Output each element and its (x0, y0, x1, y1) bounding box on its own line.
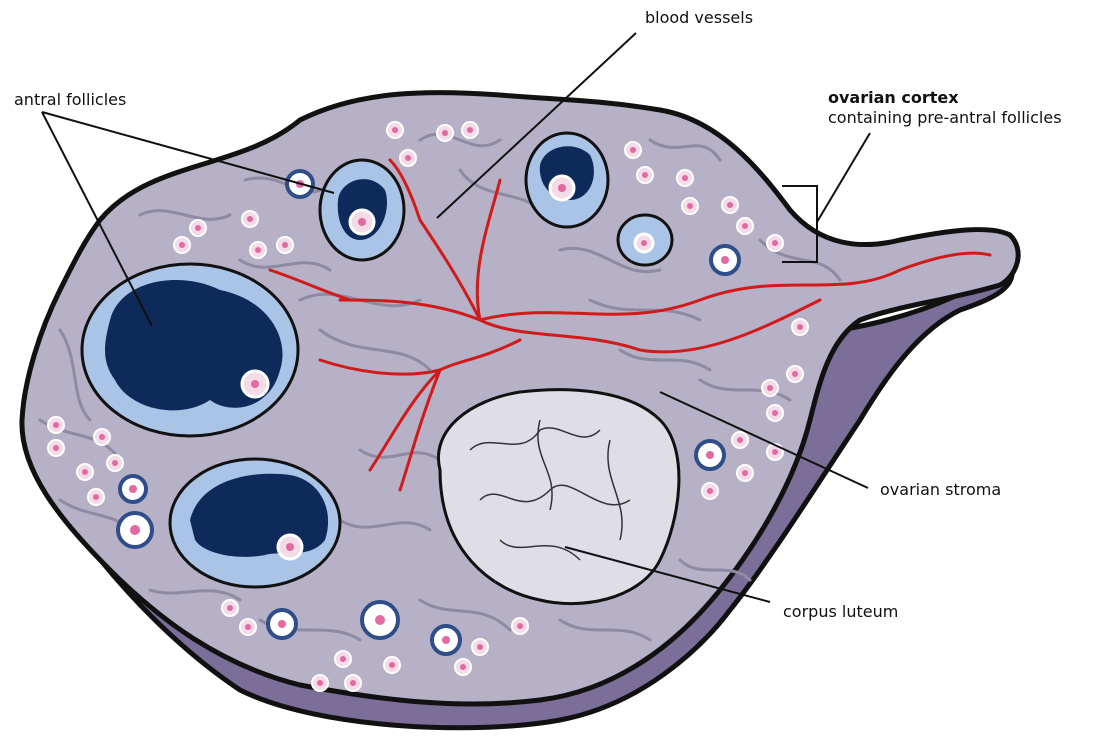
antral-follicle-lower (170, 459, 340, 587)
ovarian-cortex-label: ovarian cortex (828, 88, 959, 108)
blood-vessels-label: blood vessels (645, 8, 753, 28)
ovarian-cortex-sublabel: containing pre-antral follicles (828, 108, 1062, 128)
antral-follicles-label: antral follicles (14, 90, 126, 110)
antral-follicle-large (82, 264, 298, 436)
ovarian-stroma-label: ovarian stroma (880, 480, 1001, 500)
corpus-luteum-label: corpus luteum (783, 602, 898, 622)
